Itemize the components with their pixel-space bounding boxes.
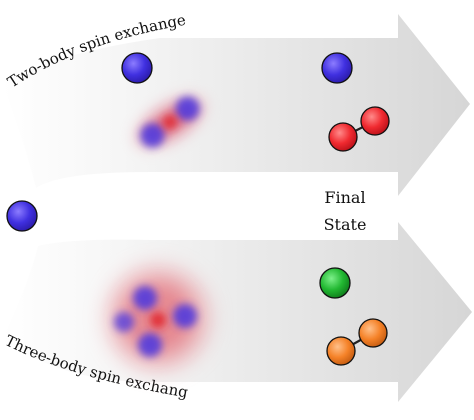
bottom-final-green-atom bbox=[319, 267, 351, 299]
top-arrow bbox=[2, 14, 470, 196]
final-state-label-line2: State bbox=[324, 215, 367, 234]
two-body-cloud bbox=[132, 92, 208, 152]
bottom-final-orange-molecule bbox=[326, 318, 388, 366]
three-body-cloud bbox=[104, 264, 212, 372]
initial-blue-atom bbox=[6, 200, 38, 232]
bottom-arrow bbox=[2, 222, 472, 402]
top-final-blue-atom bbox=[321, 52, 353, 84]
top-incoming-blue-atom bbox=[121, 52, 153, 84]
top-final-red-molecule bbox=[328, 106, 390, 152]
final-state-label-line1: Final bbox=[324, 188, 365, 207]
